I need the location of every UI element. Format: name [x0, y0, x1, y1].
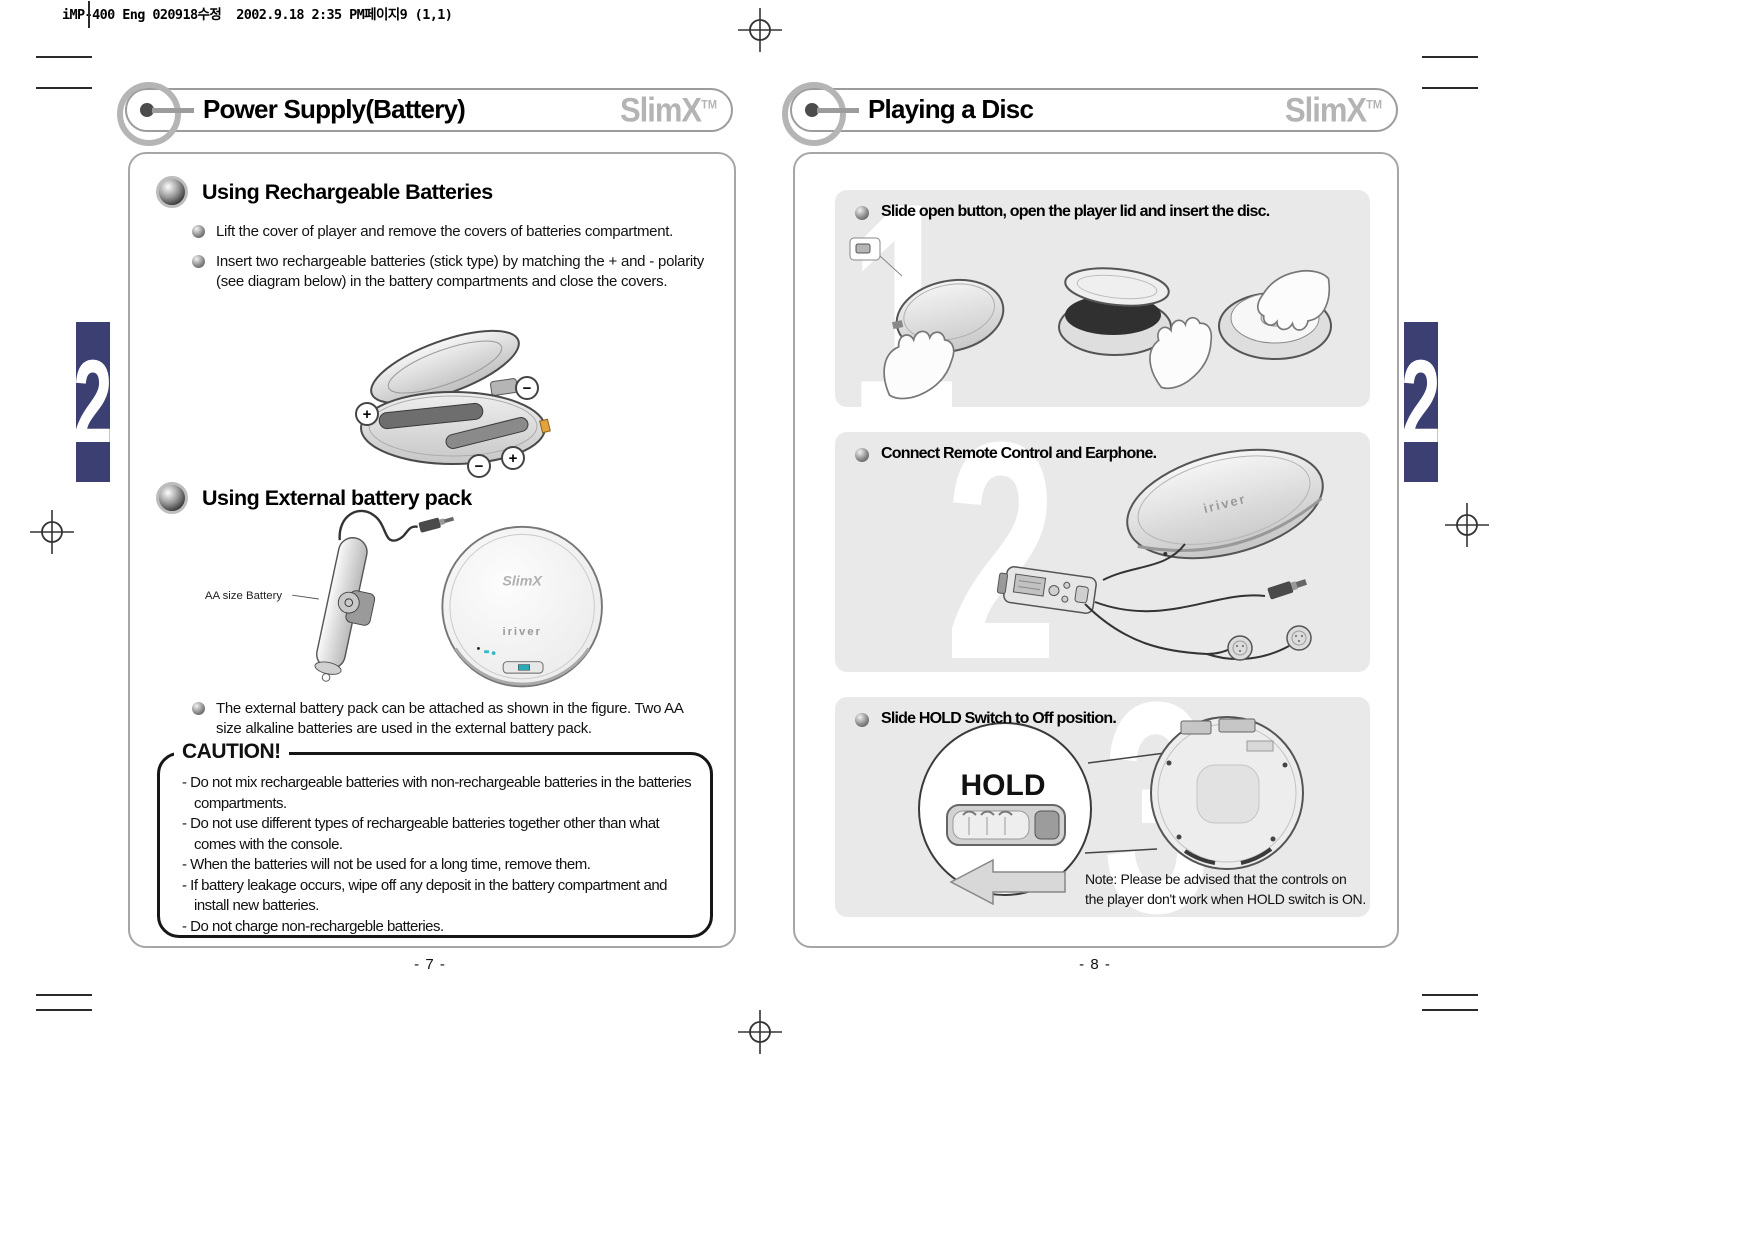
caution-item: - When the batteries will not be used fo…	[182, 856, 591, 874]
svg-text:−: −	[475, 458, 484, 475]
cd-player-bottom	[1150, 716, 1304, 870]
hold-label: HOLD	[961, 769, 1046, 802]
crop-mark	[1422, 1009, 1478, 1011]
print-job-header: iMP-400 Eng 020918수정 2002.9.18 2:35 PM페이…	[62, 7, 453, 23]
caution-item: - Do not mix rechargeable batteries with…	[182, 774, 692, 812]
left-page-header: Power Supply(Battery) SlimXTM	[117, 82, 733, 146]
player-brand-text: iriver	[503, 626, 542, 638]
section-rechargeable-heading: Using Rechargeable Batteries	[156, 176, 493, 208]
right-page-header: Playing a Disc SlimXTM	[782, 82, 1398, 146]
right-content-box: 1 Slide open button, open the player lid…	[793, 152, 1399, 948]
cable	[338, 509, 418, 542]
bullet-icon	[192, 255, 205, 268]
caution-title: CAUTION!	[174, 740, 289, 764]
polarity-badges: + − − +	[355, 376, 539, 478]
slimx-logo: SlimXTM	[619, 90, 717, 130]
cd-player: iriver	[1126, 448, 1324, 560]
earbud-icon	[1227, 635, 1253, 661]
section-external-heading: Using External battery pack	[156, 482, 472, 514]
bullet-item: Insert two rechargeable batteries (stick…	[192, 252, 704, 293]
caution-item: - Do not charge non-rechargeble batterie…	[182, 917, 444, 935]
caution-item: - Do not use different types of recharge…	[182, 815, 660, 853]
external-battery-pack-illustration: AA size Battery SlimX irive	[205, 509, 603, 688]
step-1-heading: Slide open button, open the player lid a…	[855, 203, 1270, 221]
hold-switch	[946, 804, 1066, 846]
caution-list: - Do not mix rechargeable batteries with…	[160, 755, 710, 943]
step-2-heading: Connect Remote Control and Earphone.	[855, 445, 1157, 463]
remote-control	[996, 566, 1097, 614]
slimx-logo: SlimXTM	[1284, 90, 1382, 130]
chapter-tab-left: 2	[76, 322, 110, 482]
section-sphere-icon	[156, 176, 188, 208]
cable	[1084, 603, 1290, 660]
bullet-item: The external battery pack can be attache…	[192, 699, 707, 740]
crop-mark	[36, 87, 92, 89]
step-1-panel: 1 Slide open button, open the player lid…	[835, 190, 1370, 407]
bullet-icon	[192, 225, 205, 238]
step-2-panel: 2 Connect Remote Control and Earphone. i…	[835, 432, 1370, 672]
chapter-number: 2	[1404, 343, 1438, 461]
step-3-heading: Slide HOLD Switch to Off position.	[855, 710, 1117, 728]
caution-item: - If battery leakage occurs, wipe off an…	[182, 876, 668, 915]
cable	[1094, 594, 1266, 613]
header-ring-icon	[782, 82, 846, 146]
fig-open-lid	[1058, 267, 1223, 393]
page-title: Playing a Disc	[868, 94, 1034, 124]
svg-text:+: +	[509, 450, 518, 467]
header-bullet-icon	[140, 103, 154, 117]
plug-icon	[418, 516, 455, 533]
left-content-box: Using Rechargeable Batteries Lift the co…	[128, 152, 736, 948]
step-2-watermark: 2	[945, 432, 1058, 672]
header-ring-icon	[117, 82, 181, 146]
hold-note: Note: Please be advised that the control…	[1085, 871, 1366, 908]
registration-target-icon	[738, 1010, 782, 1054]
crop-mark	[1422, 56, 1478, 58]
bullet-icon	[855, 713, 869, 727]
cable	[1102, 543, 1186, 581]
registration-target-icon	[738, 8, 782, 52]
battery-label: AA size Battery	[205, 590, 283, 602]
player-logo-text: SlimX	[502, 574, 543, 590]
fig-slide-open	[849, 237, 1005, 400]
crop-mark	[88, 1, 90, 28]
svg-text:−: −	[523, 380, 532, 397]
battery-compartment-illustration: + − − +	[355, 329, 551, 478]
chapter-number: 2	[76, 343, 110, 461]
section-sphere-icon	[156, 482, 188, 514]
step-3-illustration: HOLD	[918, 716, 1304, 906]
step-2-illustration: iriver	[996, 448, 1324, 661]
header-dash-icon	[817, 108, 859, 113]
crop-mark	[36, 56, 92, 58]
crop-mark	[36, 994, 92, 996]
crop-mark	[1422, 87, 1478, 89]
right-page-number: - 8 -	[1079, 956, 1111, 973]
bullet-icon	[855, 448, 869, 462]
slide-direction-arrow-icon	[949, 858, 1066, 906]
battery-tube	[314, 537, 376, 682]
step-1-illustration	[849, 237, 1336, 400]
chapter-tab-right: 2	[1404, 322, 1438, 482]
fig-insert-disc	[1218, 258, 1336, 360]
registration-target-icon	[1445, 503, 1489, 547]
crop-mark	[1422, 994, 1478, 996]
crop-mark	[36, 1009, 92, 1011]
bullet-icon	[855, 206, 869, 220]
header-bullet-icon	[805, 103, 819, 117]
caution-box: CAUTION! - Do not mix rechargeable batte…	[157, 740, 713, 938]
earbud-icon	[1286, 625, 1312, 651]
left-page-number: - 7 -	[414, 956, 446, 973]
bullet-icon	[192, 702, 205, 715]
plug-icon	[1267, 579, 1308, 600]
cd-player-front: SlimX iriver	[441, 525, 603, 688]
bullet-item: Lift the cover of player and remove the …	[192, 222, 712, 242]
step-3-panel: 3 Slide HOLD Switch to Off position. HOL…	[835, 697, 1370, 917]
registration-target-icon	[30, 510, 74, 554]
header-dash-icon	[152, 108, 194, 113]
svg-text:+: +	[363, 406, 372, 423]
page-title: Power Supply(Battery)	[203, 94, 466, 124]
